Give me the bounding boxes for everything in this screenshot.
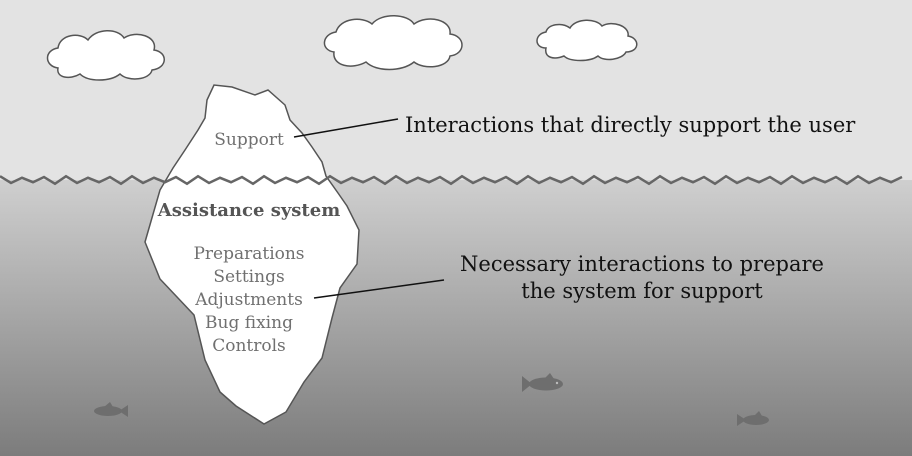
iceberg	[144, 84, 360, 425]
fish-middle	[522, 373, 563, 392]
annotation-hidden-interactions-line2: the system for support	[521, 279, 763, 303]
sky-background	[0, 0, 912, 190]
leader-line-bottom	[313, 279, 445, 299]
hidden-item: Preparations	[193, 244, 304, 264]
water-background	[0, 180, 912, 456]
cloud-left	[46, 30, 165, 81]
leader-line-top	[293, 118, 399, 138]
iceberg-title: Assistance system	[157, 200, 341, 221]
hidden-item: Adjustments	[194, 290, 303, 310]
hidden-item: Controls	[212, 336, 286, 356]
cloud-right	[536, 19, 638, 62]
waterline	[0, 174, 903, 186]
iceberg-tip-label: Support	[214, 130, 284, 150]
hidden-item: Settings	[213, 267, 284, 287]
fish-right	[737, 411, 769, 426]
hidden-item: Bug fixing	[205, 313, 293, 333]
cloud-middle	[323, 15, 463, 71]
annotation-hidden-interactions-line1: Necessary interactions to prepare	[460, 252, 824, 276]
fish-left	[94, 402, 128, 417]
annotation-visible-interactions: Interactions that directly support the u…	[405, 113, 856, 137]
